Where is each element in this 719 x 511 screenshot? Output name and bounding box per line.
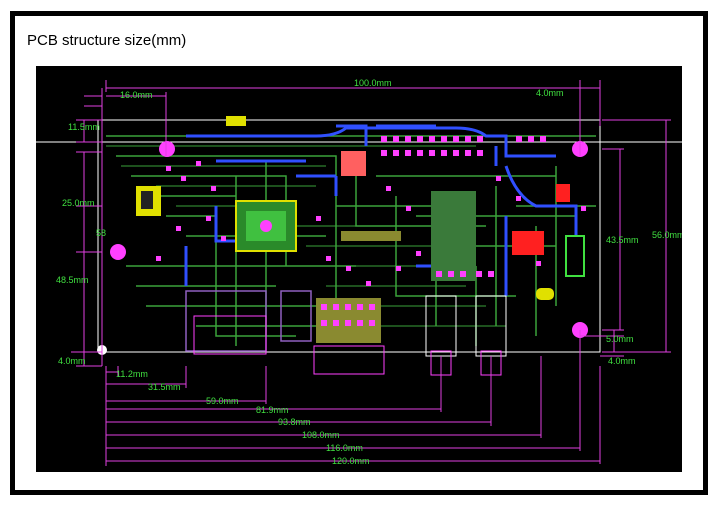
mounting-holes bbox=[97, 141, 588, 355]
header-row-top bbox=[381, 136, 546, 156]
header-row-mid bbox=[321, 271, 494, 326]
dim-right-lower: 5.0mm bbox=[606, 334, 634, 344]
hole-center bbox=[260, 220, 272, 232]
dim-left-lower: 48.5mm bbox=[56, 275, 89, 285]
dim-top-overall: 100.0mm bbox=[354, 78, 392, 88]
dim-side-mark: 58 bbox=[96, 228, 106, 238]
dim-right-bottom: 4.0mm bbox=[608, 356, 636, 366]
dim-top-right: 4.0mm bbox=[536, 88, 564, 98]
dim-left-upper: 11.5mm bbox=[68, 122, 100, 132]
pads bbox=[156, 136, 586, 326]
page-title: PCB structure size(mm) bbox=[27, 32, 187, 49]
dim-right-tall: 56.0mm bbox=[652, 230, 682, 240]
dimension-labels: 100.0mm 16.0mm 4.0mm 11.5mm 25.0mm 48.5m… bbox=[56, 78, 685, 466]
dim-bottom-8: 120.0mm bbox=[332, 456, 370, 466]
dim-bottom-6: 108.0mm bbox=[302, 430, 340, 440]
dim-bottom-7: 116.0mm bbox=[326, 443, 363, 453]
dim-right-mid: 43.5mm bbox=[606, 235, 639, 245]
pcb-drawing: 100.0mm 16.0mm 4.0mm 11.5mm 25.0mm 48.5m… bbox=[36, 66, 685, 472]
dim-bottom-5: 93.8mm bbox=[278, 417, 311, 427]
pcb-svg: 100.0mm 16.0mm 4.0mm 11.5mm 25.0mm 48.5m… bbox=[36, 78, 685, 466]
dim-bottom-2: 31.5mm bbox=[148, 382, 181, 392]
dim-top-left: 16.0mm bbox=[120, 90, 153, 100]
hole-left bbox=[110, 244, 126, 260]
dim-bottom-4: 81.9mm bbox=[256, 405, 289, 415]
scattered-pads bbox=[156, 161, 586, 286]
dim-bottom-1: 11.2mm bbox=[116, 369, 148, 379]
dim-left-mid: 25.0mm bbox=[62, 198, 95, 208]
dim-bottom-3: 59.0mm bbox=[206, 396, 239, 406]
dim-left-bottom: 4.0mm bbox=[58, 356, 86, 366]
hole-top-left bbox=[159, 141, 175, 157]
green-traces bbox=[106, 135, 596, 346]
dimension-lines bbox=[71, 80, 671, 466]
board-outline bbox=[97, 119, 601, 353]
